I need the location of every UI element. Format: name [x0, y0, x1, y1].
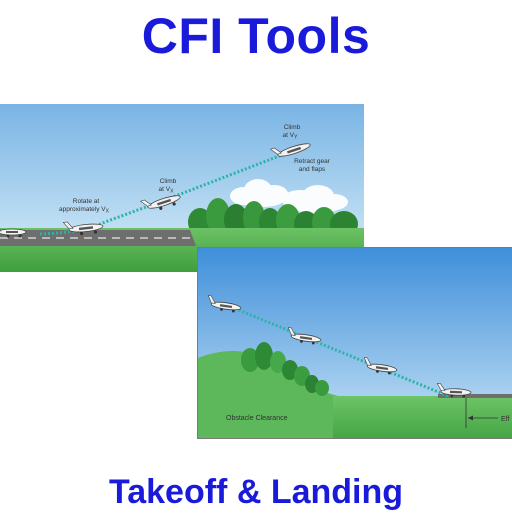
obstacle-clearance-label: Obstacle Clearance	[226, 415, 288, 422]
airplane-icon	[139, 195, 181, 210]
airplane-icon	[363, 357, 398, 375]
retract-label: Retract gear	[294, 158, 331, 165]
runway	[438, 394, 512, 398]
climb-vx-label: Climb	[160, 178, 177, 185]
landing-illustration: Obstacle Clearance Eff	[197, 247, 512, 439]
app-subtitle: Takeoff & Landing	[108, 473, 404, 511]
trees	[241, 342, 329, 396]
climb-vx-label-sub: X	[170, 189, 174, 195]
takeoff-diagram: Rotate at approximately VX Climb at VX C…	[0, 104, 364, 272]
airplane-icon	[62, 221, 104, 236]
approach-path	[223, 302, 449, 398]
svg-text:at VX: at VX	[159, 186, 175, 195]
retract-label-2: and flaps	[299, 166, 326, 173]
app-title: CFI Tools	[141, 8, 371, 64]
svg-text:approximately VX: approximately VX	[59, 206, 110, 215]
effective-label: Eff	[501, 416, 509, 423]
cloud	[230, 179, 348, 213]
takeoff-illustration: Rotate at approximately VX Climb at VX C…	[0, 104, 364, 272]
airplane-icon	[287, 327, 322, 345]
rotate-label-2: approximately V	[59, 206, 106, 213]
airplane-icon	[0, 228, 27, 238]
arrowhead-icon	[468, 415, 473, 421]
airplane-icon	[207, 295, 242, 313]
grass	[333, 396, 512, 438]
landing-diagram: Obstacle Clearance Eff	[198, 248, 512, 438]
climb-vy-label-sub: Y	[294, 135, 298, 141]
airplane-icon	[269, 143, 311, 157]
rotate-label: Rotate at	[73, 198, 100, 205]
climb-vy-label: Climb	[284, 124, 301, 131]
rotate-label-sub: X	[106, 209, 110, 215]
airplane-icon	[436, 383, 472, 398]
climb-vy-label-2: at V	[283, 132, 295, 139]
svg-text:at VY: at VY	[283, 132, 299, 141]
climb-vx-label-2: at V	[159, 186, 171, 193]
